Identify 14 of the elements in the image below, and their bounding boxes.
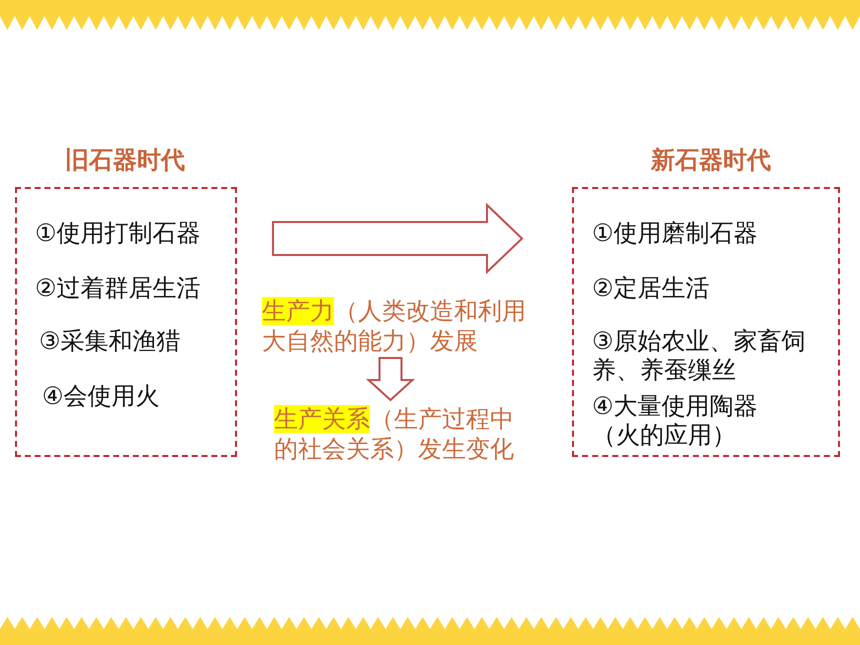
list-item: ③原始农业、家畜饲养、养蚕缫丝 [592, 327, 807, 385]
list-item: ②过着群居生活 [35, 274, 202, 303]
list-item: ①使用打制石器 [35, 219, 202, 248]
heading: 旧石器时代 [65, 145, 185, 175]
list-item: ③采集和渔猎 [39, 327, 182, 356]
statement-text: 生产关系（生产过程中的社会关系）发生变化 [274, 404, 515, 464]
list-item: ④会使用火 [42, 382, 161, 411]
statement-text: 生产力（人类改造和利用大自然的能力）发展 [262, 296, 527, 356]
list-item: ①使用磨制石器 [592, 219, 759, 248]
heading: 新石器时代 [651, 145, 771, 175]
list-item: ②定居生活 [592, 274, 711, 303]
block-arrow [366, 357, 416, 402]
list-item: ④大量使用陶器（火的应用） [592, 392, 759, 450]
block-arrow [272, 202, 524, 274]
